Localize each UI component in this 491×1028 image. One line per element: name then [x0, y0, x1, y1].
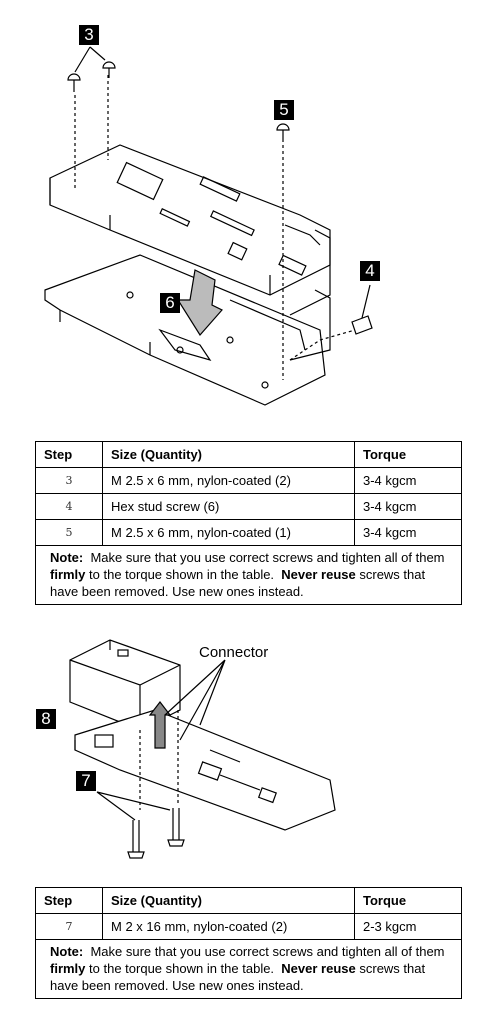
- figure-board-assembly: [0, 0, 491, 430]
- step-cell: 5: [35, 519, 103, 546]
- step-cell: 4: [35, 493, 103, 520]
- figure-pc-card-slot: [0, 630, 491, 880]
- torque-cell: 3-4 kgcm: [354, 467, 462, 494]
- note-row: Note: Make sure that you use correct scr…: [35, 545, 462, 605]
- note-bold-firmly: firmly: [50, 961, 86, 976]
- callout-5: 5: [274, 100, 294, 120]
- note-text: Note: Make sure that you use correct scr…: [35, 545, 462, 605]
- header-size: Size (Quantity): [102, 441, 355, 468]
- table-header-row: Step Size (Quantity) Torque: [35, 887, 462, 914]
- table-row: 5 M 2.5 x 6 mm, nylon-coated (1) 3-4 kgc…: [35, 519, 462, 546]
- note-text: Note: Make sure that you use correct scr…: [35, 939, 462, 999]
- header-step: Step: [35, 441, 103, 468]
- board-assembly-drawing: [44, 46, 373, 406]
- torque-cell: 2-3 kgcm: [354, 913, 462, 940]
- screw-spec-table-2: Step Size (Quantity) Torque 7 M 2 x 16 m…: [35, 887, 462, 999]
- table-row: 7 M 2 x 16 mm, nylon-coated (2) 2-3 kgcm: [35, 913, 462, 940]
- callout-8: 8: [36, 709, 56, 729]
- callout-3: 3: [79, 25, 99, 45]
- pc-card-slot-drawing: [69, 639, 336, 859]
- screw-spec-table-1: Step Size (Quantity) Torque 3 M 2.5 x 6 …: [35, 441, 462, 605]
- size-cell: M 2.5 x 6 mm, nylon-coated (1): [102, 519, 355, 546]
- table-row: 4 Hex stud screw (6) 3-4 kgcm: [35, 493, 462, 520]
- note-label: Note:: [50, 944, 84, 959]
- size-cell: Hex stud screw (6): [102, 493, 355, 520]
- size-cell: M 2.5 x 6 mm, nylon-coated (2): [102, 467, 355, 494]
- note-part-3: screws that have been removed. Use new o…: [50, 961, 426, 993]
- callout-6: 6: [160, 293, 180, 313]
- header-torque: Torque: [354, 441, 462, 468]
- note-part-3: screws that have been removed. Use new o…: [50, 567, 426, 599]
- table-row: 3 M 2.5 x 6 mm, nylon-coated (2) 3-4 kgc…: [35, 467, 462, 494]
- step-cell: 7: [35, 913, 103, 940]
- torque-cell: 3-4 kgcm: [354, 493, 462, 520]
- connector-label: Connector: [199, 644, 269, 661]
- note-part-2: to the torque shown in the table.: [89, 567, 275, 582]
- note-bold-never-reuse: Never reuse: [281, 961, 356, 976]
- size-cell: M 2 x 16 mm, nylon-coated (2): [102, 913, 355, 940]
- table-header-row: Step Size (Quantity) Torque: [35, 441, 462, 468]
- note-label: Note:: [50, 550, 84, 565]
- header-size: Size (Quantity): [102, 887, 355, 914]
- note-part-2: to the torque shown in the table.: [89, 961, 275, 976]
- callout-7: 7: [76, 771, 96, 791]
- callout-4: 4: [360, 261, 380, 281]
- note-bold-never-reuse: Never reuse: [281, 567, 356, 582]
- header-step: Step: [35, 887, 103, 914]
- note-row: Note: Make sure that you use correct scr…: [35, 939, 462, 999]
- torque-cell: 3-4 kgcm: [354, 519, 462, 546]
- note-bold-firmly: firmly: [50, 567, 86, 582]
- note-part-1: Make sure that you use correct screws an…: [90, 944, 445, 959]
- header-torque: Torque: [354, 887, 462, 914]
- note-part-1: Make sure that you use correct screws an…: [90, 550, 445, 565]
- step-cell: 3: [35, 467, 103, 494]
